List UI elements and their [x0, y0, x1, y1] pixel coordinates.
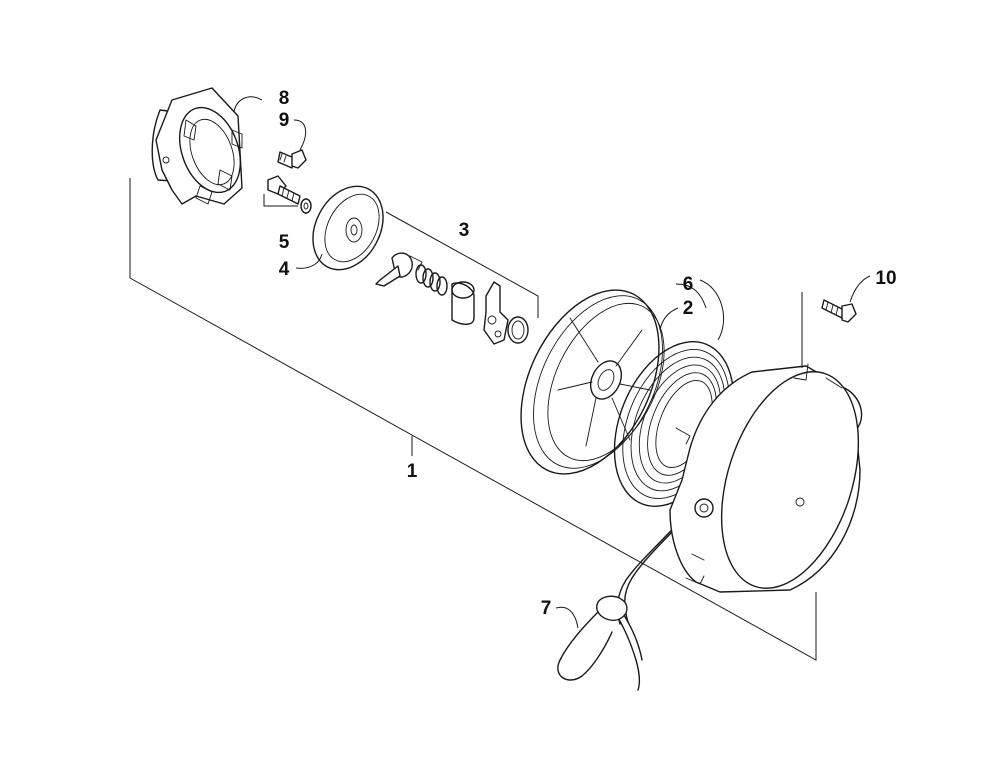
bolt-9 — [277, 149, 307, 169]
callout-4: 4 — [279, 259, 290, 280]
callout-10: 10 — [875, 268, 896, 289]
spring-coil — [415, 264, 448, 296]
callout-1: 1 — [407, 461, 418, 482]
callout-labels: 8 9 5 4 3 6 2 10 1 7 — [279, 88, 897, 619]
callout-7: 7 — [541, 598, 552, 619]
callout-5: 5 — [279, 232, 290, 253]
starter-housing — [669, 363, 863, 593]
reel-spokes — [557, 317, 651, 447]
leader-lines — [233, 96, 871, 629]
callout-2: 2 — [683, 298, 694, 319]
assembly-bracket — [129, 178, 817, 661]
starter-rope — [557, 507, 695, 691]
callout-6: 6 — [683, 274, 694, 295]
rope-reel — [520, 289, 665, 475]
callout-8: 8 — [279, 88, 290, 109]
callout-9: 9 — [279, 110, 290, 131]
bolt-10 — [821, 299, 857, 323]
ratchet-group — [375, 211, 539, 345]
starter-cup — [151, 87, 243, 205]
friction-plate — [312, 185, 384, 271]
screw-5 — [267, 175, 312, 214]
callout-3: 3 — [459, 220, 470, 241]
